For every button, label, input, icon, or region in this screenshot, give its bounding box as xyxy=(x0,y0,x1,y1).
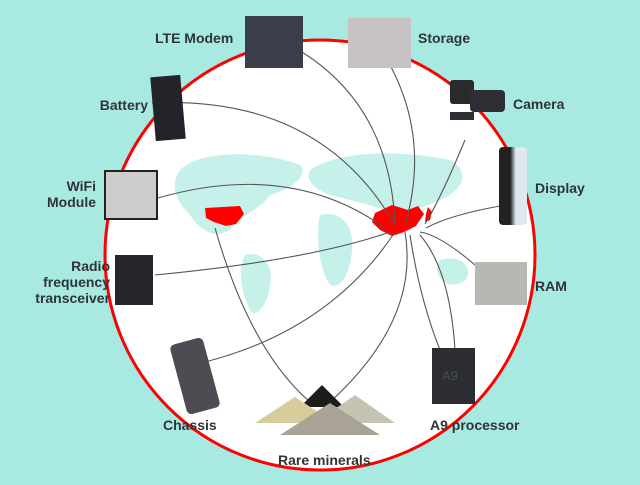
label-a9-processor: A9 processor xyxy=(430,417,520,433)
usa-highlight xyxy=(205,206,244,226)
wifi-module-icon xyxy=(104,170,158,220)
label-ram: RAM xyxy=(535,278,567,294)
label-battery: Battery xyxy=(99,97,148,113)
transceiver-chip-icon xyxy=(115,255,153,305)
display-panel-icon xyxy=(499,147,527,225)
label-rare-minerals: Rare minerals xyxy=(278,452,371,468)
label-camera: Camera xyxy=(513,96,565,112)
label-radio-transceiver: Radio frequency transceiver xyxy=(35,258,110,306)
battery-icon xyxy=(150,74,186,142)
japan-highlight xyxy=(425,207,432,222)
ram-chip-icon xyxy=(475,262,527,305)
chip-icon xyxy=(245,16,303,68)
mineral-pile-icon xyxy=(255,385,395,435)
label-wifi-module: WiFi Module xyxy=(47,178,96,210)
label-chassis: Chassis xyxy=(163,417,217,433)
chip-label: A9 xyxy=(442,368,458,383)
processor-chip-icon: A9 xyxy=(432,348,475,404)
connectors xyxy=(151,44,501,403)
label-storage: Storage xyxy=(418,30,471,46)
camera-module-icon xyxy=(450,80,506,126)
china-highlight xyxy=(372,205,424,236)
memory-chip-icon xyxy=(348,18,411,68)
label-lte-modem: LTE Modem xyxy=(155,30,234,46)
label-display: Display xyxy=(535,180,585,196)
